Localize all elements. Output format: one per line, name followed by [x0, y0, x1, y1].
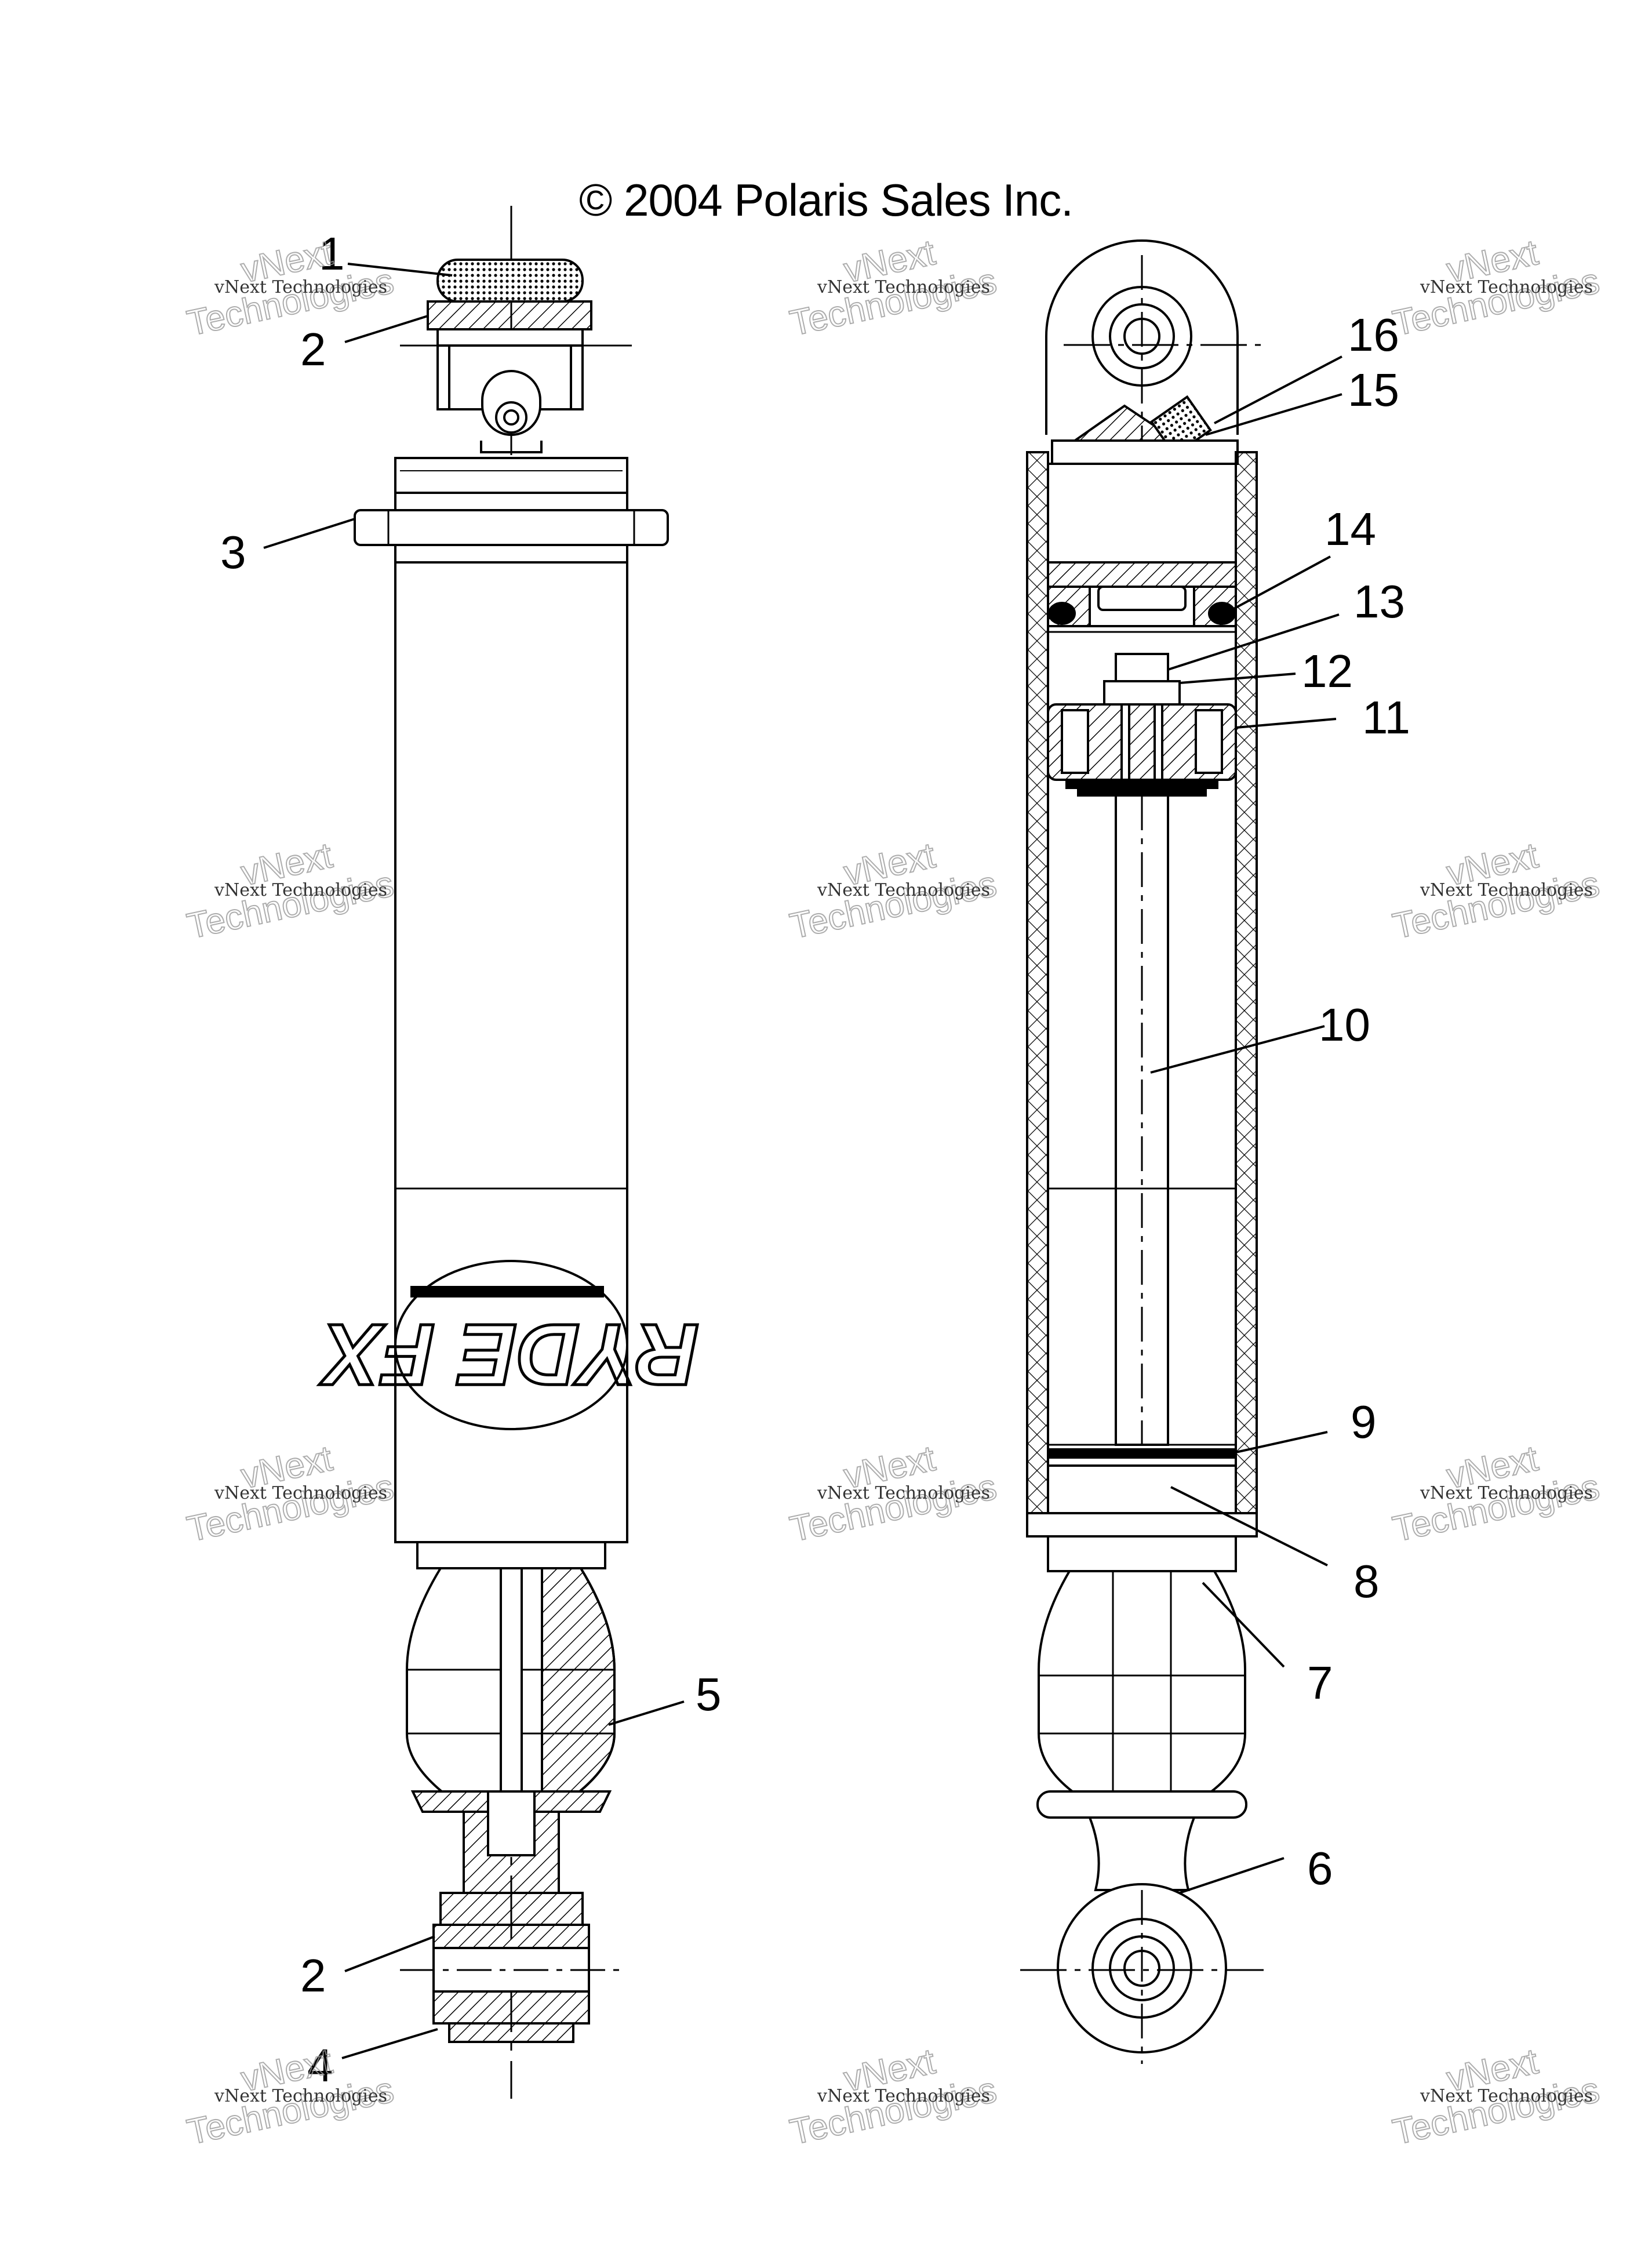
collar-nut [354, 509, 669, 546]
left-shaft [500, 1567, 523, 1796]
watermark-small: vNext Technologies [214, 1483, 387, 1503]
piston-washer [1103, 680, 1181, 706]
callout-10: 10 [1319, 999, 1370, 1051]
watermark-small: vNext Technologies [1420, 1483, 1593, 1503]
right-shock-section [1020, 239, 1264, 2064]
callout-labels: 1 2 3 5 2 4 16 15 14 13 12 11 10 9 8 7 6 [220, 228, 1410, 2091]
watermark-small: vNext Technologies [214, 880, 387, 900]
bottom-spacer [432, 1990, 590, 2025]
top-cap [436, 259, 584, 303]
end-cap [1026, 1512, 1258, 1538]
watermark-small: vNext Technologies [817, 880, 990, 900]
callout-8: 8 [1353, 1555, 1380, 1607]
watermark-small: vNext Technologies [817, 1483, 990, 1503]
watermark-small: vNext Technologies [214, 2086, 387, 2106]
copyright-notice: © 2004 Polaris Sales Inc. [579, 175, 1074, 226]
callout-9: 9 [1351, 1396, 1377, 1448]
callout-6: 6 [1307, 1842, 1333, 1894]
callout-14: 14 [1324, 503, 1376, 555]
callout-13: 13 [1353, 576, 1405, 627]
logo-text: RYDE FX [319, 1306, 698, 1404]
lower-plate-right [1036, 1790, 1247, 1819]
logo-badge [394, 1260, 628, 1430]
callout-7: 7 [1307, 1657, 1333, 1709]
watermark-small: vNext Technologies [1420, 277, 1593, 297]
seal-head [1047, 1464, 1237, 1514]
piston-nut [1115, 653, 1169, 684]
callout-15: 15 [1348, 364, 1399, 416]
watermark-small: vNext Technologies [214, 277, 387, 297]
watermark-small: vNext Technologies [817, 2086, 990, 2106]
callout-5: 5 [696, 1669, 722, 1720]
watermark-small: vNext Technologies [1420, 2086, 1593, 2106]
bumper-right [1038, 1570, 1246, 1793]
callout-12: 12 [1301, 645, 1353, 697]
shim-stack [1065, 779, 1218, 789]
lower-seal [416, 1541, 606, 1569]
damper-shaft [1115, 794, 1169, 1446]
floating-piston [1047, 561, 1237, 588]
outer-tube-left [1026, 451, 1049, 1514]
leader-lines [263, 263, 1342, 2059]
left-shock-exterior: RYDE FX [318, 206, 700, 2099]
outer-tube-right [1235, 451, 1258, 1514]
seal-ring [1047, 1448, 1237, 1459]
lower-seal-right [1047, 1535, 1237, 1572]
callout-4: 4 [307, 2040, 333, 2091]
callout-3: 3 [220, 526, 246, 578]
callout-16: 16 [1348, 309, 1399, 361]
watermark-small: vNext Technologies [1420, 880, 1593, 900]
callout-11: 11 [1362, 692, 1410, 743]
callout-1: 1 [319, 228, 345, 279]
callout-2-top: 2 [300, 324, 326, 375]
top-bushing [427, 300, 592, 330]
bottom-bushing [432, 1924, 590, 1949]
watermark-small: vNext Technologies [817, 277, 990, 297]
callout-2-bottom: 2 [300, 1950, 326, 2001]
lower-stem [1088, 1816, 1196, 1891]
top-housing [394, 457, 628, 494]
